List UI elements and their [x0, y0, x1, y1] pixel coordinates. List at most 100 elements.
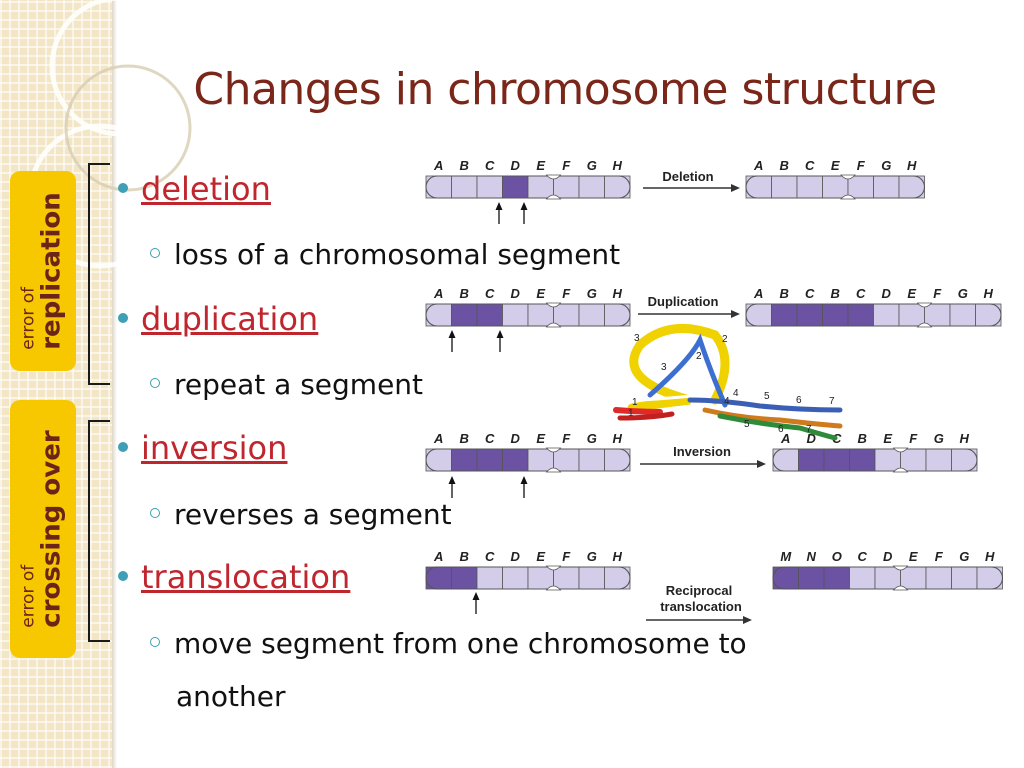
crossover-strand — [687, 397, 843, 413]
duplication-result-label: C — [856, 286, 866, 301]
inversion-result-segment — [849, 448, 876, 472]
translocation-result-chromosome — [772, 565, 1004, 591]
duplication-desc: repeat a segment — [174, 368, 424, 401]
sub-bullet-translocation: move segment from one chromosome to — [150, 622, 747, 666]
duplication-original-label: C — [485, 286, 495, 301]
translocation-result-centromere-bottom — [892, 585, 909, 591]
term-inversion-link[interactable]: inversion — [141, 429, 288, 467]
duplication-original-segment — [578, 303, 605, 327]
translocation-result-outline — [772, 566, 1004, 590]
translocation-result-segment — [900, 566, 927, 590]
duplication-result-segment — [924, 303, 951, 327]
bullet-dot — [118, 571, 128, 581]
duplication-result-segment — [822, 303, 849, 327]
deletion-original-label: C — [485, 158, 495, 173]
inversion-result-label: A — [780, 431, 790, 446]
inversion-original-segment — [527, 448, 554, 472]
translocation-desc-line2: another — [176, 680, 286, 713]
duplication-result-chromosome — [745, 302, 1002, 328]
translocation-original-centromere-bottom — [545, 585, 562, 591]
crossover-strand — [702, 407, 843, 429]
translocation-result-label: F — [935, 549, 944, 564]
crossover-number: 7 — [829, 396, 835, 407]
duplication-original-chromosome — [425, 302, 631, 328]
sub-bullet-duplication: repeat a segment — [150, 363, 423, 407]
crossing-over-bracket — [88, 420, 110, 642]
translocation-result-label: M — [780, 549, 792, 564]
deletion-original-segment — [451, 175, 478, 199]
translocation-arrow-head — [743, 616, 752, 624]
deletion-result-centromere-top — [840, 174, 856, 180]
duplication-result-label: B — [831, 286, 840, 301]
inversion-original-label: D — [511, 431, 521, 446]
crossover-number: 6 — [778, 424, 784, 435]
duplication-original-label: F — [562, 286, 571, 301]
deletion-result-segment — [873, 175, 900, 199]
decorative-circles — [27, 0, 192, 269]
inversion-result-label: F — [909, 431, 918, 446]
translocation-original-chromosome — [425, 565, 631, 591]
inversion-original-label: A — [433, 431, 443, 446]
deletion-result-label: G — [881, 158, 891, 173]
duplication-arrow-up-2-head — [496, 330, 504, 338]
duplication-arrow-head — [731, 310, 740, 318]
inversion-original-segment — [476, 448, 503, 472]
deletion-original-label: A — [433, 158, 443, 173]
inversion-desc: reverses a segment — [174, 498, 452, 531]
term-duplication-link[interactable]: duplication — [141, 300, 319, 338]
duplication-result-outline — [745, 303, 1002, 327]
duplication-result-label: A — [753, 286, 763, 301]
translocation-original-label: G — [587, 549, 597, 564]
inversion-result-label: D — [807, 431, 817, 446]
crossover-strand — [647, 333, 728, 408]
duplication-original-segment — [553, 303, 580, 327]
term-translocation-link[interactable]: translocation — [141, 558, 351, 596]
translocation-result-segment — [951, 566, 978, 590]
translocation-original-segment — [578, 566, 605, 590]
deletion-original-label: G — [587, 158, 597, 173]
sub-bullet-ring — [150, 508, 160, 518]
deletion-result-label: H — [907, 158, 917, 173]
crossover-number: 3 — [661, 362, 667, 373]
duplication-result-segment — [796, 303, 823, 327]
deletion-result-centromere-bottom — [840, 194, 856, 200]
crossover-number: 2 — [722, 334, 728, 345]
sub-bullet-deletion: loss of a chromosomal segment — [150, 233, 620, 277]
deletion-original-label: H — [613, 158, 623, 173]
translocation-arrow-up-head — [472, 592, 480, 600]
crossing-over-label-box: error of crossing over — [10, 400, 76, 658]
inversion-result-centromere-bottom — [892, 467, 909, 473]
duplication-result-label: C — [805, 286, 815, 301]
crossover-number: 4 — [733, 388, 739, 399]
translocation-desc: move segment from one chromosome to — [174, 627, 747, 660]
translocation-result-centromere-top — [892, 565, 909, 571]
sub-bullet-inversion: reverses a segment — [150, 493, 452, 537]
crossover-number: 5 — [744, 419, 750, 430]
inversion-result-segment — [925, 448, 952, 472]
translocation-result-label: O — [832, 549, 842, 564]
inversion-original-segment — [502, 448, 529, 472]
inversion-original-label: H — [613, 431, 623, 446]
duplication-result-centromere-bottom — [916, 322, 933, 328]
bullet-deletion: deletion — [118, 170, 271, 208]
translocation-result-label: H — [985, 549, 995, 564]
deletion-result-label: B — [780, 158, 789, 173]
inversion-original-label: F — [562, 431, 571, 446]
deletion-original-segment — [527, 175, 554, 199]
strip-shadow — [112, 0, 117, 768]
term-deletion-link[interactable]: deletion — [141, 170, 271, 208]
translocation-original-segment — [553, 566, 580, 590]
deletion-arrow-up-1-head — [495, 202, 503, 210]
duplication-original-label: B — [460, 286, 469, 301]
slide-title: Changes in chromosome structure — [193, 64, 937, 115]
duplication-arrow-label: Duplication — [648, 294, 719, 309]
deletion-original-segment — [553, 175, 580, 199]
duplication-original-label: H — [613, 286, 623, 301]
translocation-original-label: A — [433, 549, 443, 564]
replication-label-box: error of replication — [10, 171, 76, 371]
deletion-original-centromere-bottom — [545, 194, 562, 200]
duplication-result-label: E — [907, 286, 916, 301]
inversion-original-outline — [425, 448, 631, 472]
inversion-result-label: B — [858, 431, 867, 446]
